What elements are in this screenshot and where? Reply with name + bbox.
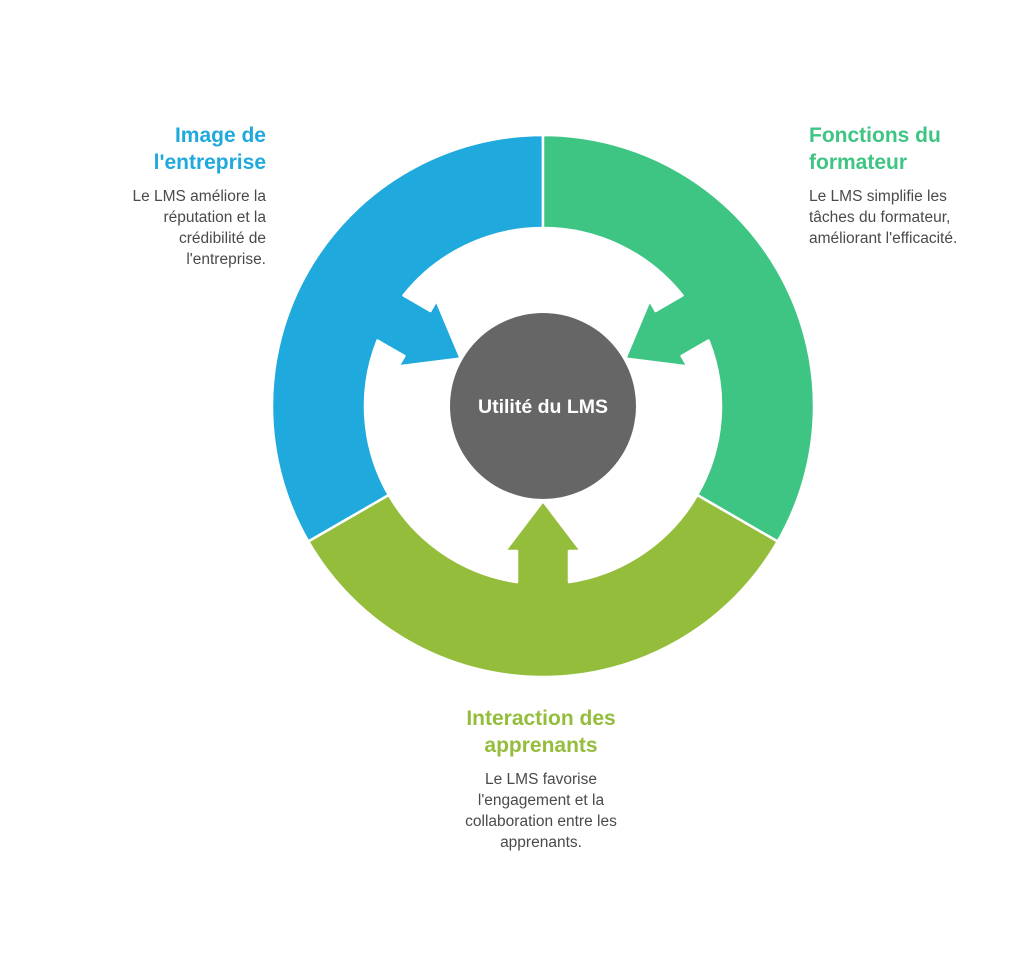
block-fonctions-formateur: Fonctions du formateur Le LMS simplifie …	[809, 122, 984, 249]
center-label: Utilité du LMS	[478, 396, 608, 418]
block-image-entreprise: Image de l'entreprise Le LMS améliore la…	[96, 122, 266, 270]
center-circle	[450, 313, 636, 499]
title-interaction-apprenants: Interaction des apprenants	[466, 707, 616, 757]
block-interaction-apprenants: Interaction des apprenants Le LMS favori…	[440, 705, 642, 853]
description-interaction-apprenants: Le LMS favorise l'engagement et la colla…	[465, 771, 617, 851]
title-image-entreprise: Image de l'entreprise	[153, 124, 266, 174]
segment-interaction-apprenants	[307, 493, 779, 679]
title-fonctions-formateur: Fonctions du formateur	[809, 124, 941, 174]
description-fonctions-formateur: Le LMS simplifie les tâches du formateur…	[809, 188, 958, 247]
description-image-entreprise: Le LMS améliore la réputation et la créd…	[132, 188, 266, 268]
